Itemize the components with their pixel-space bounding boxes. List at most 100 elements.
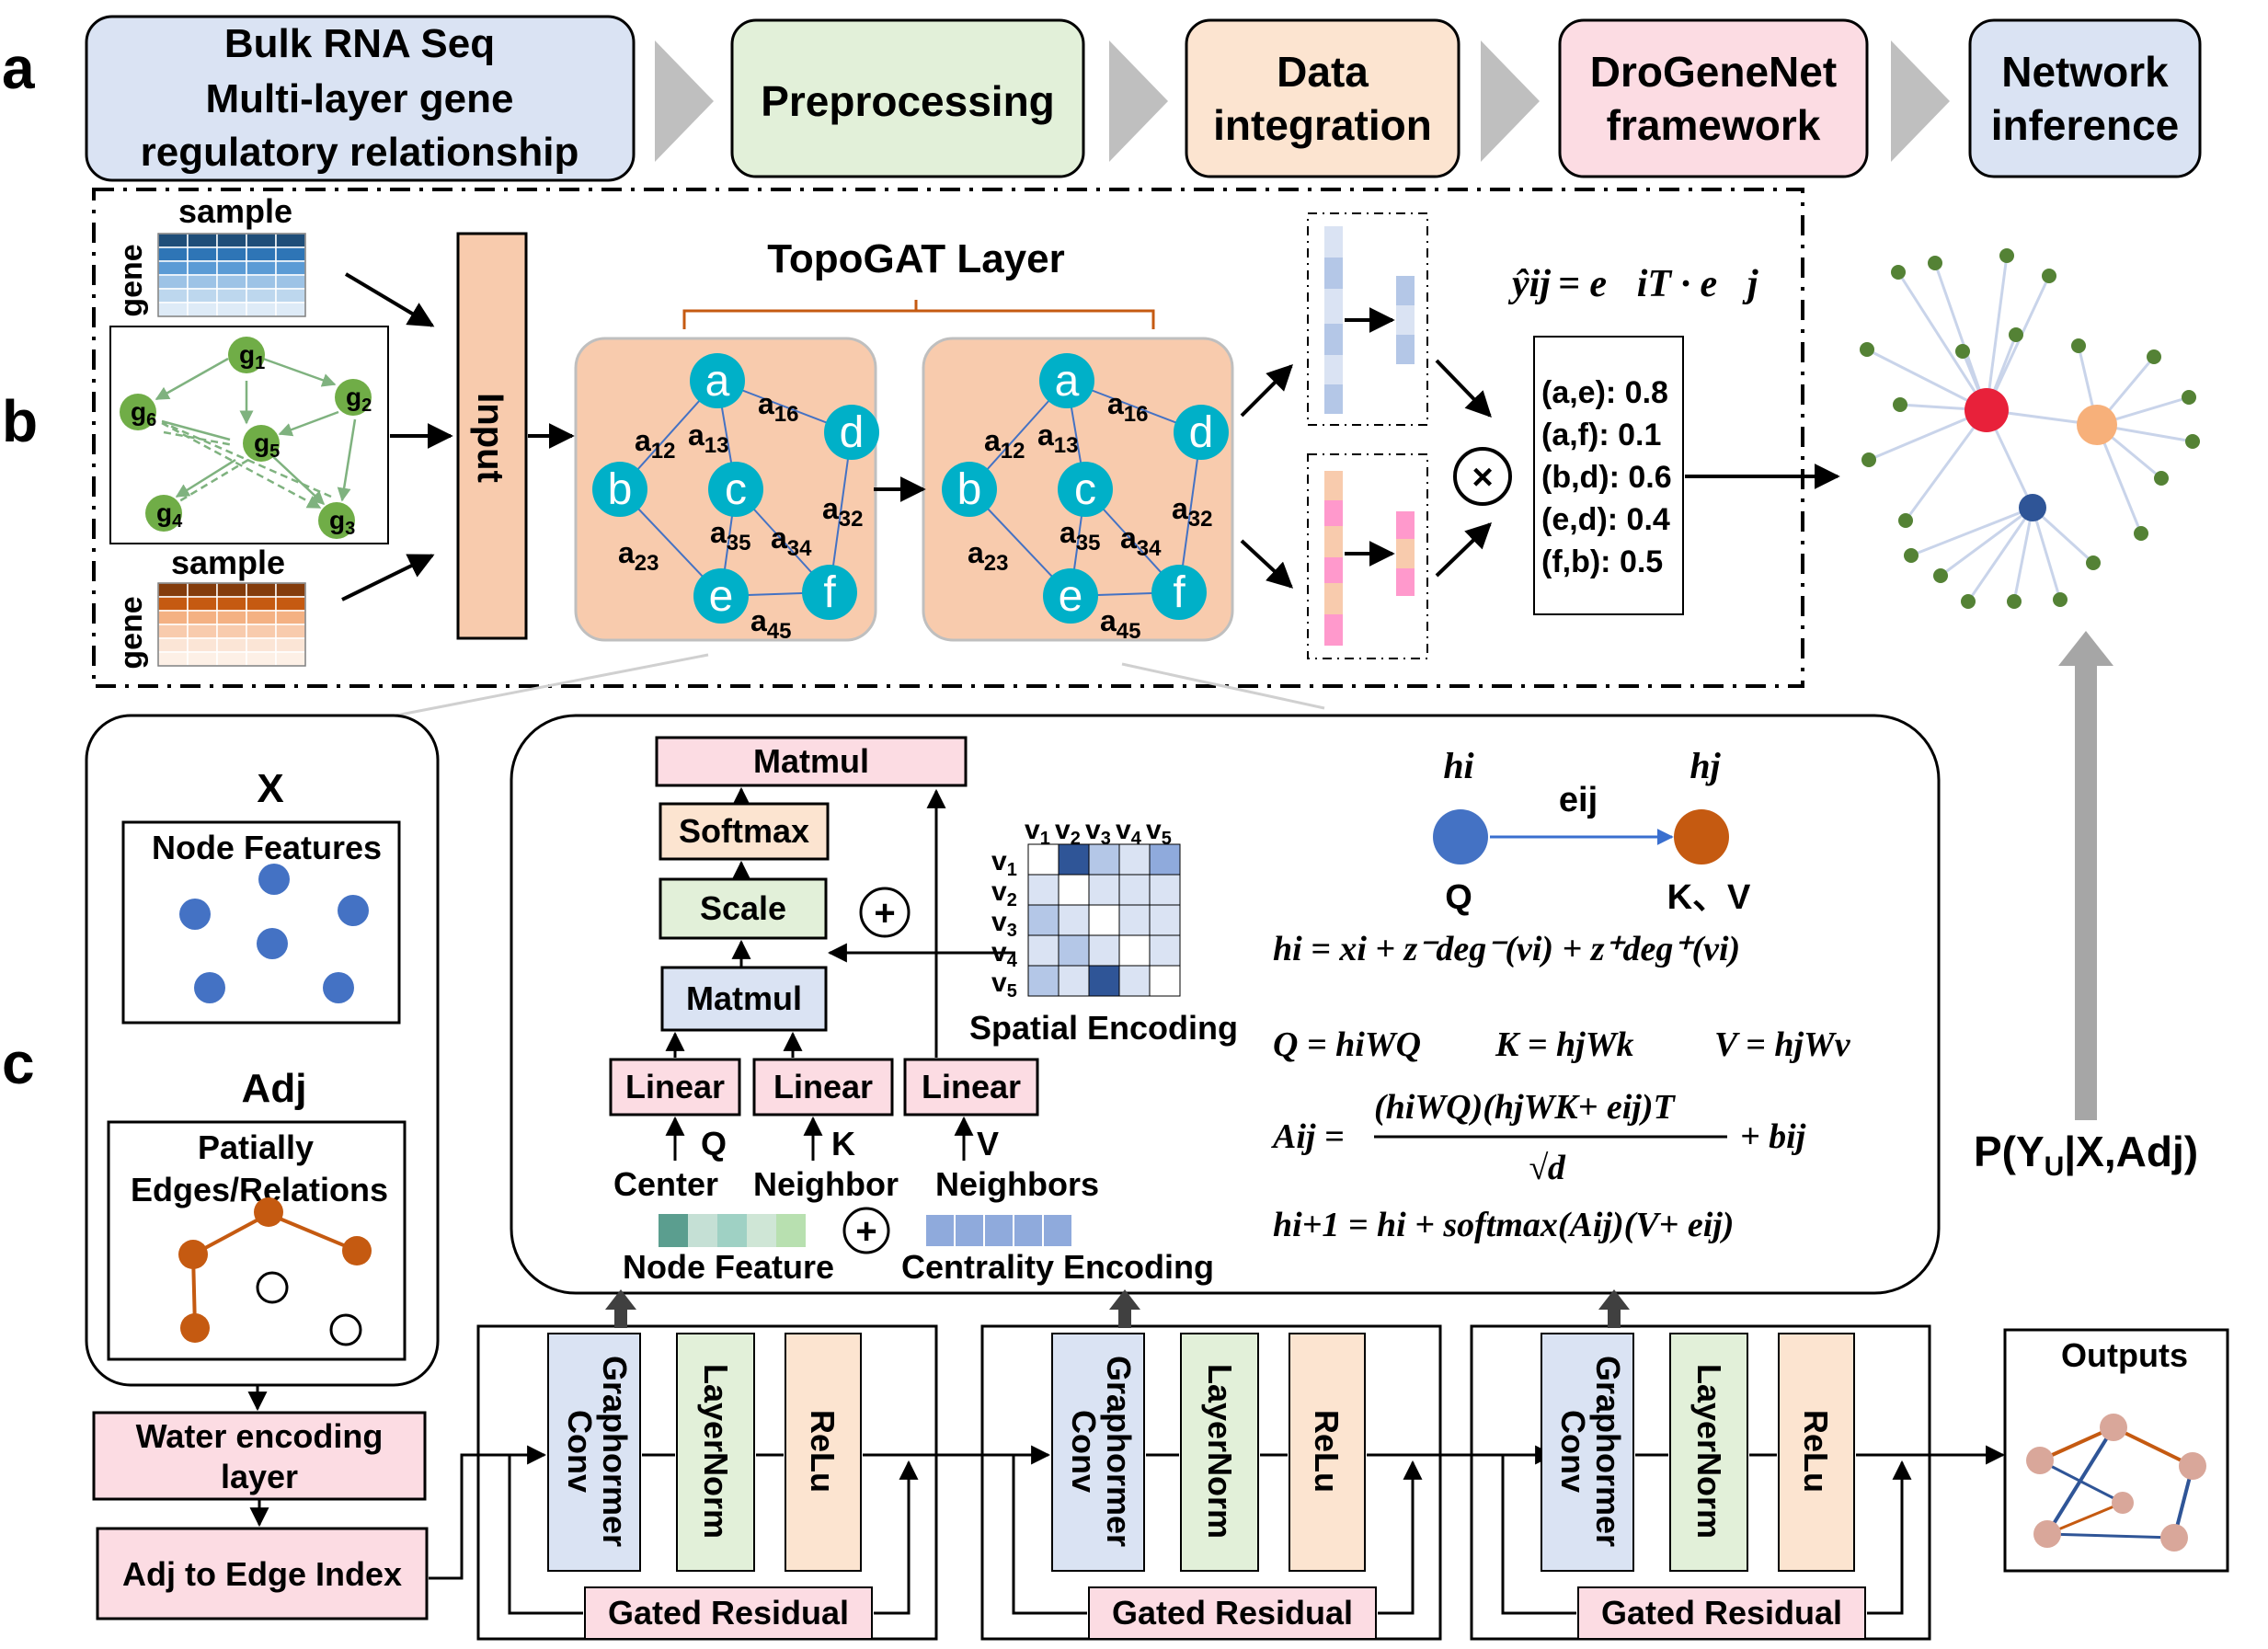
kv-node-label: K、V (1667, 878, 1751, 917)
gene-node-g6: g6 (120, 394, 156, 430)
q-node-label: Q (1445, 878, 1472, 917)
gated-residual-box (1088, 1586, 1377, 1640)
graph-node-f: f (802, 565, 857, 620)
linear-k-label: Linear (773, 1068, 873, 1105)
gated-residual-box (584, 1586, 873, 1640)
embedding-box-blue (1307, 212, 1428, 426)
hj-label: hj (1690, 745, 1721, 786)
outputs-graph (2026, 1414, 2206, 1552)
svg-text:Gated Residual: Gated Residual (1112, 1594, 1353, 1632)
eij-label: eij (1559, 781, 1598, 819)
graph-node-b: b (592, 462, 647, 517)
graphormer-conv-box (547, 1333, 641, 1572)
equation-3-denominator: √d (1529, 1149, 1566, 1187)
arrow-matrix2-to-input (341, 554, 435, 601)
graph-node-e: e (1043, 568, 1098, 624)
equation-3-tail: + bij (1740, 1117, 1806, 1156)
svg-text:a: a (705, 357, 730, 406)
neighbors-label: Neighbors (935, 1165, 1099, 1203)
step2-label: Preprocessing (761, 77, 1055, 125)
step3-line1: Data (1277, 48, 1369, 96)
equation-4: hi+1 = hi + softmax(Aij)(V+ eij) (1273, 1206, 1734, 1244)
svg-text:f: f (1173, 568, 1186, 617)
svg-text:c: c (725, 465, 747, 514)
gene-node-g1: g1 (228, 337, 265, 373)
input-label: Input (470, 393, 510, 483)
svg-text:LayerNorm: LayerNorm (1201, 1364, 1239, 1539)
gated-residual-box (1577, 1586, 1866, 1640)
water-line2: layer (221, 1458, 298, 1495)
up-arrow-head (2058, 631, 2113, 666)
graph-node-d: d (824, 405, 879, 460)
step5-line2: inference (1991, 101, 2180, 149)
graphormer-conv-box (1541, 1333, 1634, 1572)
gene-label-top: gene (114, 244, 149, 316)
pipeline-step-2: Preprocessing (730, 18, 1085, 178)
graphormer-conv-box (1051, 1333, 1145, 1572)
panel-b-frame (92, 188, 1804, 688)
svg-text:Conv: Conv (1065, 1410, 1103, 1493)
edge-label-a32: a32 (1172, 492, 1213, 532)
pipeline-arrow-4 (1891, 40, 1950, 162)
plus-circle-centrality (842, 1207, 890, 1254)
svg-text:ReLu: ReLu (1797, 1410, 1835, 1493)
matmul-top-box (655, 736, 968, 787)
topogat-title: TopoGAT Layer (767, 236, 1065, 281)
hi-label: hi (1443, 745, 1473, 786)
gene-node-g2: g2 (335, 379, 372, 416)
svg-text:ReLu: ReLu (1308, 1410, 1346, 1493)
topogat-brace (682, 300, 1155, 329)
arrow-to-embedding-blue (1240, 364, 1293, 418)
softmax-box (659, 802, 830, 861)
linear-q-label: Linear (625, 1068, 725, 1105)
centrality-label: Centrality Encoding (901, 1248, 1214, 1286)
probability-label: P(YU|X,Adj) (1974, 1128, 2198, 1182)
embedding-box-pink (1307, 453, 1428, 659)
node-feature-bar (659, 1214, 806, 1247)
equation-1: hi = xi + z⁻deg⁻(vi) + z⁺deg⁺(vi) (1273, 930, 1740, 968)
gene-network-edges (155, 357, 357, 510)
svg-text:b: b (957, 465, 982, 514)
arrow-matrix-to-input (344, 272, 435, 327)
step1-line1: Bulk RNA Seq (224, 21, 495, 66)
svg-text:Graphormer: Graphormer (596, 1356, 634, 1547)
arrow-to-embedding-pink (1240, 539, 1294, 589)
score-item: (e,d): 0.4 (1541, 502, 1670, 537)
relu-box (785, 1333, 862, 1572)
equation-3-numerator: (hiWQ)(hjWK+ eij)T (1374, 1088, 1676, 1127)
input-bar (456, 232, 528, 640)
relu-box (1289, 1333, 1366, 1572)
expression-matrix-blue (157, 233, 306, 317)
svg-text:d: d (840, 408, 865, 457)
gene-label-bottom: gene (114, 596, 149, 669)
svg-text:e: e (709, 572, 734, 621)
q-arrow-label: Q (701, 1125, 727, 1162)
spatial-label: Spatial Encoding (969, 1009, 1238, 1047)
svg-text:Graphormer: Graphormer (1589, 1356, 1627, 1547)
adj-edge-index-label: Adj to Edge Index (122, 1555, 402, 1593)
panel-label-a: a (2, 35, 35, 101)
graph-node-e: e (693, 568, 749, 624)
matmul-bottom-box (660, 966, 828, 1032)
sample-label-bottom: sample (171, 544, 285, 581)
pipeline-step-1: Bulk RNA Seq Multi-layer gene regulatory… (85, 15, 636, 182)
score-item: (a,e): 0.8 (1541, 375, 1668, 410)
node-hi (1433, 809, 1488, 865)
graph-node-f: f (1151, 565, 1207, 620)
x-title: X (257, 766, 283, 811)
edge-label-a34: a34 (1120, 521, 1162, 561)
graph-node-c: c (1058, 462, 1113, 517)
equation-2-v: V = hjWv (1714, 1025, 1851, 1064)
svg-text:e: e (1059, 572, 1083, 621)
svg-text:LayerNorm: LayerNorm (1690, 1364, 1728, 1539)
svg-text:b: b (608, 465, 633, 514)
adj-graph (178, 1197, 372, 1346)
k-arrow-label: K (831, 1125, 855, 1162)
graph-node-a: a (1039, 353, 1094, 408)
step3-line2: integration (1213, 101, 1432, 149)
